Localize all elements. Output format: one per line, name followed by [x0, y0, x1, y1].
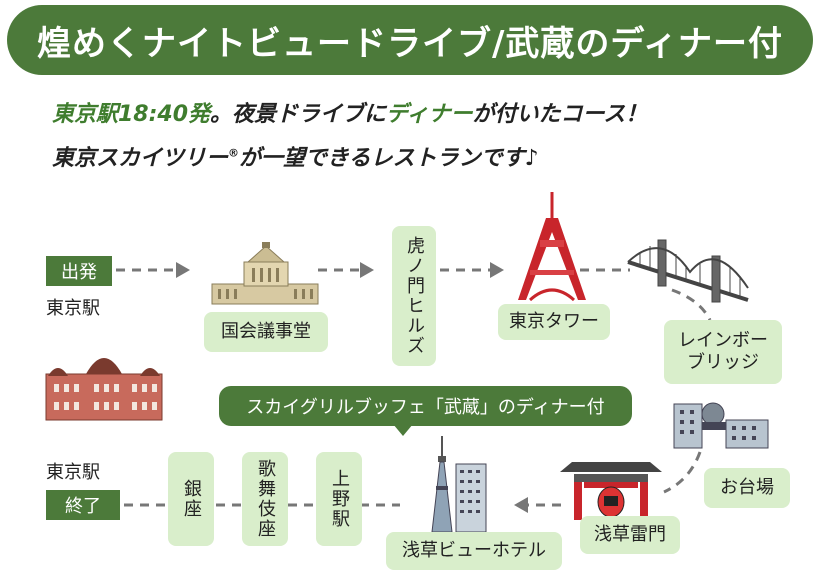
rainbow-bridge-icon — [627, 239, 749, 303]
arrow-left-icon — [514, 497, 528, 513]
dinner-highlight: ディナー — [386, 102, 473, 127]
route-arrows-top — [176, 262, 504, 278]
registered-mark: ® — [228, 146, 240, 160]
end-station-label: 東京駅 — [46, 462, 100, 483]
dinner-callout: スカイグリルブッフェ「武蔵」のディナー付 — [219, 386, 632, 426]
stop-kabukiza: 歌舞伎座 — [242, 452, 288, 546]
skytree-hotel-icon — [431, 436, 487, 533]
arrow-right-icon — [490, 262, 504, 278]
stop-ginza: 銀座 — [168, 452, 214, 546]
title-banner: 煌めくナイトビュードライブ/武蔵のディナー付 — [7, 5, 813, 75]
diet-building-icon — [211, 242, 319, 305]
departure-time: 東京駅18:40発 — [52, 102, 211, 127]
start-station-label: 東京駅 — [46, 298, 100, 319]
stop-asakusa-view-hotel: 浅草ビューホテル — [386, 532, 562, 570]
dinner-callout-tail — [393, 424, 413, 436]
stop-diet-building: 国会議事堂 — [204, 312, 328, 352]
stop-odaiba: お台場 — [704, 468, 790, 508]
route-line-right — [663, 288, 712, 494]
intro-line-1: 東京駅18:40発。夜景ドライブにディナーが付いたコース！ — [52, 102, 648, 127]
tokyo-tower-icon — [518, 192, 586, 302]
end-tag: 終了 — [46, 490, 120, 520]
arrow-right-icon — [360, 262, 374, 278]
intro-line-2: 東京スカイツリー®が一望できるレストランです♪ — [52, 146, 539, 171]
stop-kaminarimon: 浅草雷門 — [580, 516, 680, 554]
start-tag: 出発 — [46, 256, 112, 286]
stop-toranomon-hills: 虎ノ門ヒルズ — [392, 226, 436, 366]
stop-ueno-station: 上野駅 — [316, 452, 362, 546]
kaminarimon-gate-icon — [560, 462, 662, 520]
arrow-right-icon — [176, 262, 190, 278]
stop-tokyo-tower: 東京タワー — [498, 304, 610, 340]
odaiba-building-icon — [673, 402, 769, 449]
page-title: 煌めくナイトビュードライブ/武蔵のディナー付 — [36, 23, 784, 64]
stop-rainbow-bridge: レインボーブリッジ — [664, 320, 782, 384]
tokyo-station-icon — [45, 358, 163, 421]
